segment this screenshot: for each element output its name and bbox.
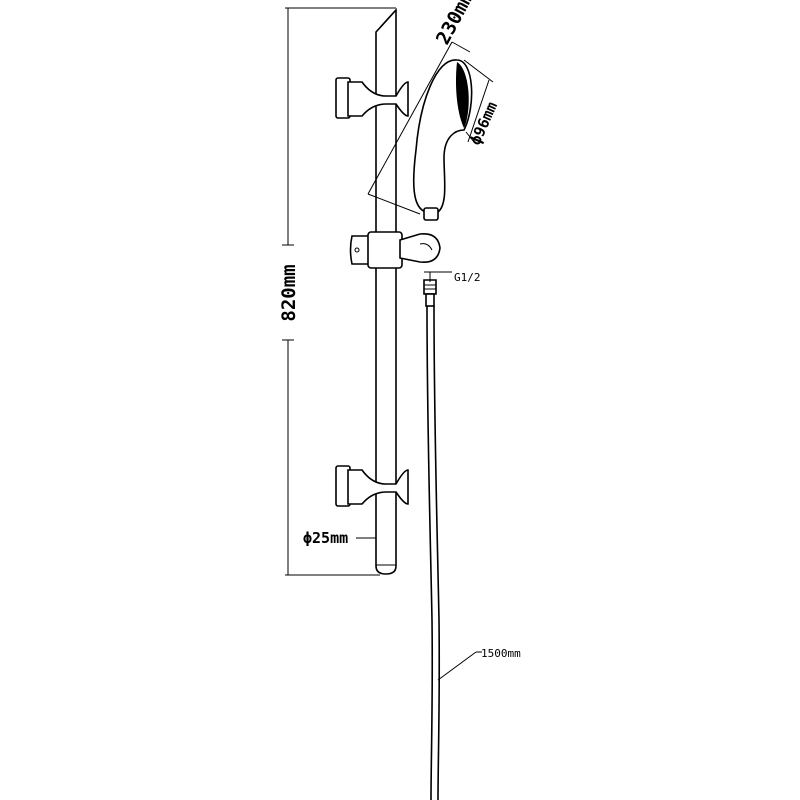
hose-thread-label: G1/2 [454, 271, 481, 284]
hose-length-callout: 1500mm [437, 647, 521, 681]
hose-length-label: 1500mm [481, 647, 521, 660]
rail-diameter-label: ϕ25mm [303, 529, 348, 547]
bottom-wall-bracket [335, 465, 409, 507]
shower-hose [423, 279, 441, 800]
hose-thread-callout: G1/2 [424, 271, 481, 284]
hand-shower [412, 59, 473, 221]
rail-diameter-dimension: ϕ25mm [303, 529, 376, 547]
top-wall-bracket [335, 77, 409, 119]
sliding-handset-holder [349, 231, 441, 269]
rail-length-dimension: 820mm [278, 7, 396, 576]
rail-length-label: 820mm [278, 264, 300, 321]
slide-rail [375, 7, 397, 575]
handset-length-label: 230mm [432, 0, 478, 48]
